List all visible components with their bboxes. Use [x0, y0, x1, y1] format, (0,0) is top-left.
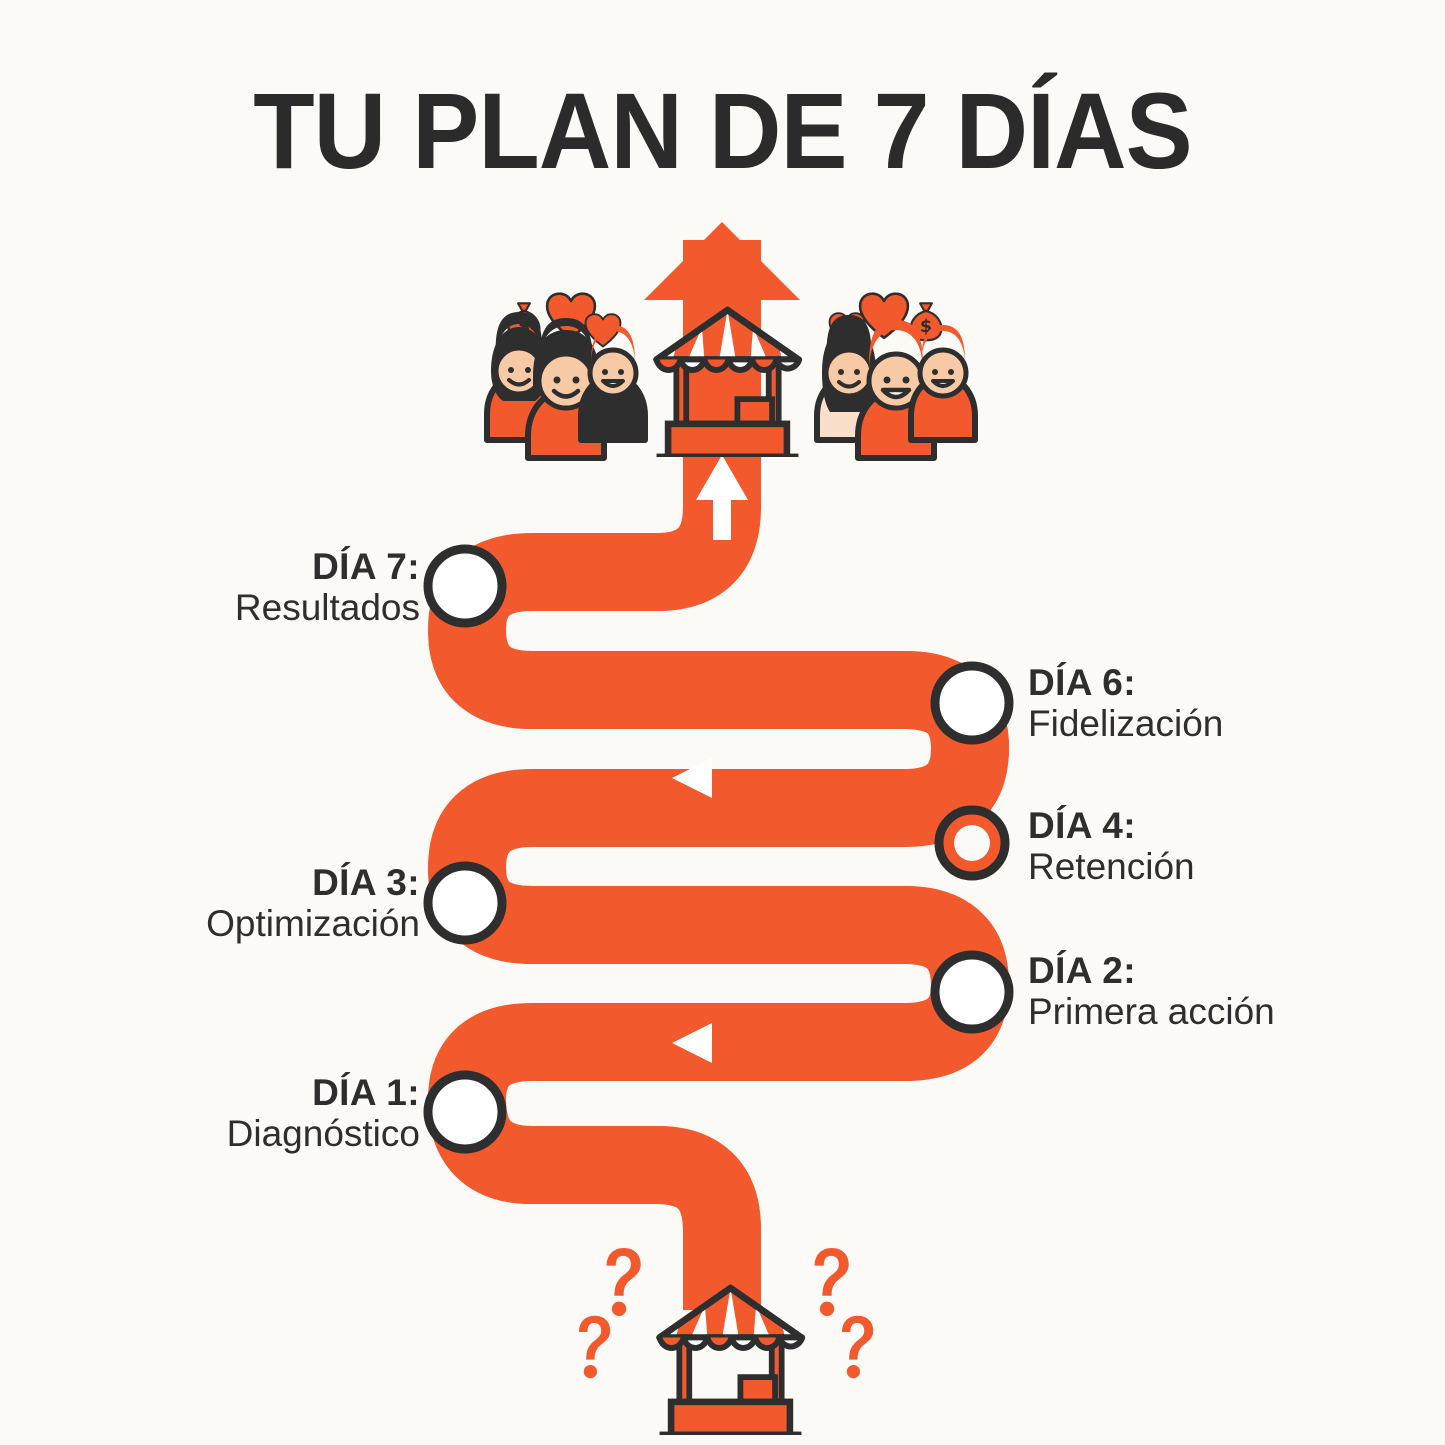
- milestone-label-dia6[interactable]: DÍA 6: Fidelización: [1028, 662, 1408, 745]
- customer-group-left: [484, 312, 648, 461]
- milestone-name-dia7: Resultados: [234, 587, 420, 629]
- milestone-label-dia7[interactable]: DÍA 7: Resultados: [100, 546, 420, 629]
- milestone-node-dia3[interactable]: [423, 861, 507, 945]
- direction-arrow-up: [696, 455, 748, 540]
- market-stall-bottom-icon: [660, 1288, 803, 1439]
- road-arrow-head: [644, 222, 800, 360]
- milestone-label-dia1[interactable]: DÍA 1: Diagnóstico: [80, 1072, 420, 1155]
- milestone-day-dia7: DÍA 7:: [312, 546, 420, 587]
- direction-arrow-left-upper: [672, 758, 712, 798]
- question-mark-bottom-right-icon: [842, 1315, 874, 1379]
- milestone-node-dia6[interactable]: [930, 661, 1014, 745]
- milestone-name-dia1: Diagnóstico: [226, 1113, 420, 1155]
- milestone-name-dia2: Primera acción: [1028, 991, 1275, 1033]
- page-title: TU PLAN DE 7 DÍAS: [253, 70, 1192, 191]
- milestone-label-dia4[interactable]: DÍA 4: Retención: [1028, 805, 1408, 888]
- milestone-day-dia1: DÍA 1:: [312, 1072, 420, 1113]
- milestone-node-dia7[interactable]: [423, 544, 507, 628]
- milestone-day-dia2: DÍA 2:: [1028, 950, 1136, 991]
- milestone-node-dia2[interactable]: [930, 950, 1014, 1034]
- direction-arrow-left-lower: [672, 1023, 712, 1063]
- question-mark-bottom-left-icon: [579, 1315, 611, 1379]
- milestone-label-dia2[interactable]: DÍA 2: Primera acción: [1028, 950, 1428, 1033]
- milestone-day-dia6: DÍA 6:: [1028, 662, 1136, 703]
- milestone-name-dia4: Retención: [1028, 846, 1195, 888]
- milestone-day-dia4: DÍA 4:: [1028, 805, 1136, 846]
- milestone-label-dia3[interactable]: DÍA 3: Optimización: [60, 862, 420, 945]
- milestone-node-dia1[interactable]: [423, 1070, 507, 1154]
- milestone-node-dia4[interactable]: [934, 805, 1010, 881]
- question-mark-top-left-icon: [606, 1247, 641, 1317]
- customer-group-right: [814, 315, 978, 461]
- milestone-name-dia3: Optimización: [206, 903, 420, 945]
- question-mark-top-right-icon: [814, 1247, 849, 1317]
- milestone-day-dia3: DÍA 3:: [312, 862, 420, 903]
- milestone-name-dia6: Fidelización: [1028, 703, 1224, 745]
